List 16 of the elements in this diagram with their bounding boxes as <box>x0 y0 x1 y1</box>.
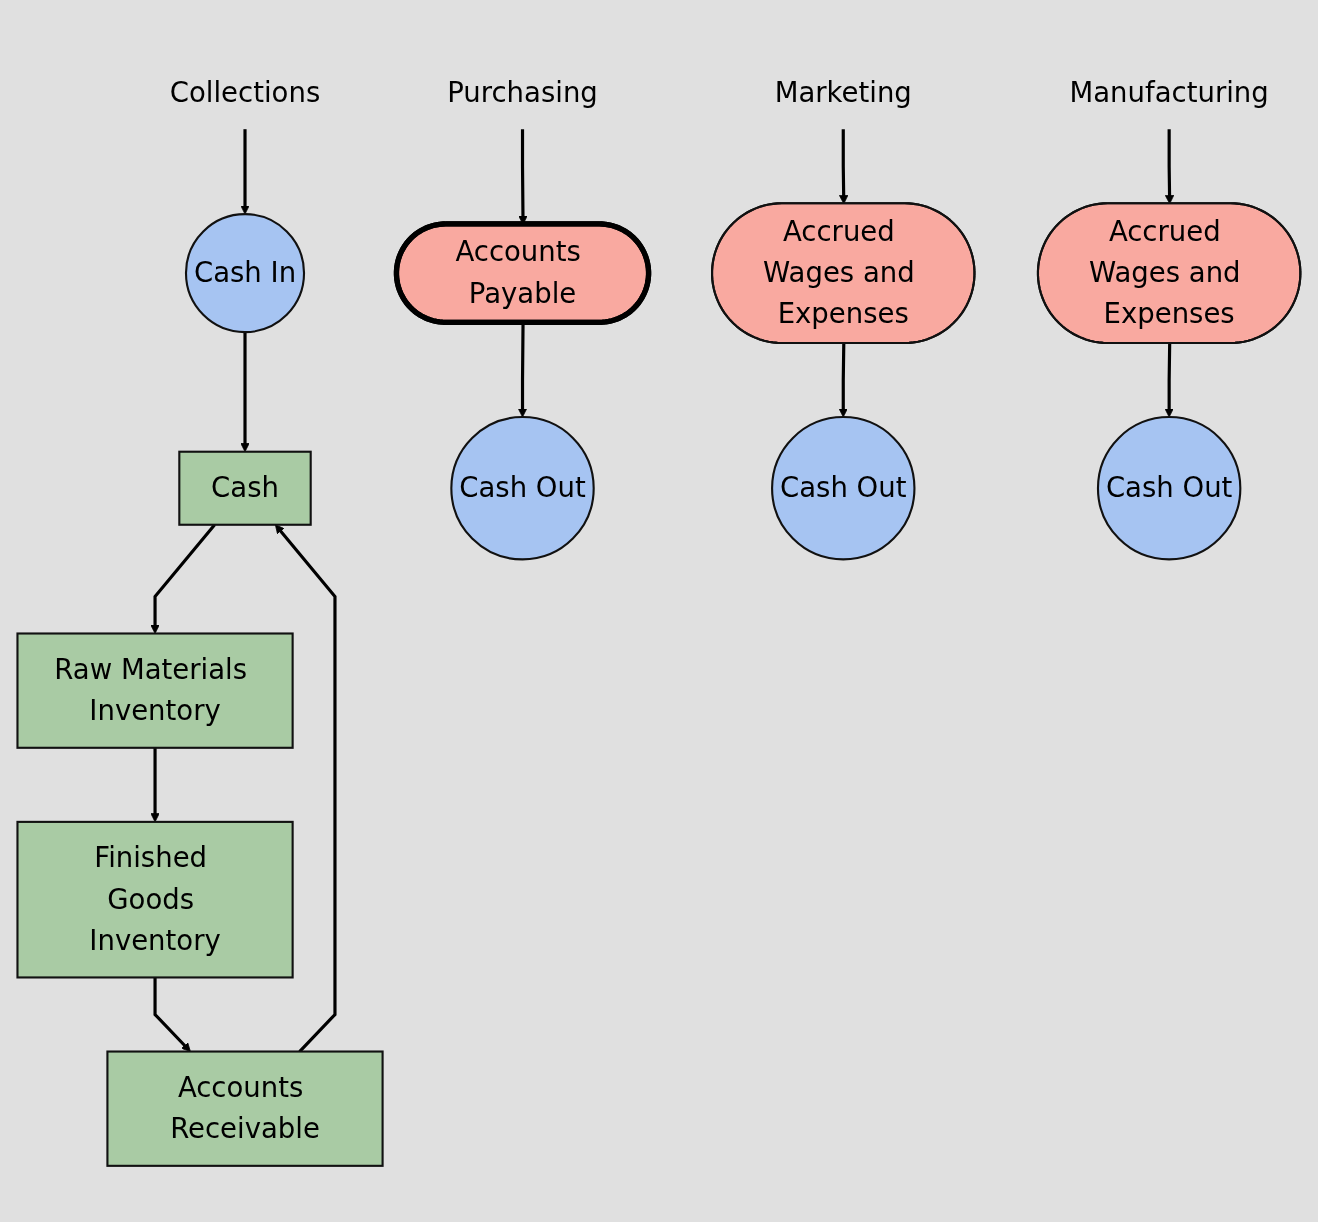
arrow <box>240 129 250 215</box>
node-circle: Cash In <box>184 213 306 334</box>
node-text: Manufacturing <box>1069 76 1269 109</box>
arrow <box>1164 343 1174 418</box>
node-text: Collections <box>169 76 321 109</box>
node-circle: Cash Out <box>450 416 595 561</box>
node-box: Cash <box>178 450 312 526</box>
node-text: Marketing <box>774 76 912 109</box>
node-box: Finished Goods Inventory <box>16 820 294 979</box>
node-box: Accounts Receivable <box>106 1050 384 1167</box>
arrow <box>838 343 848 418</box>
node-text: Purchasing <box>447 76 598 109</box>
arrow <box>153 977 191 1052</box>
node-circle: Cash Out <box>1096 416 1242 561</box>
node-box: Raw Materials Inventory <box>16 632 294 749</box>
node-circle: Cash Out <box>771 416 916 561</box>
